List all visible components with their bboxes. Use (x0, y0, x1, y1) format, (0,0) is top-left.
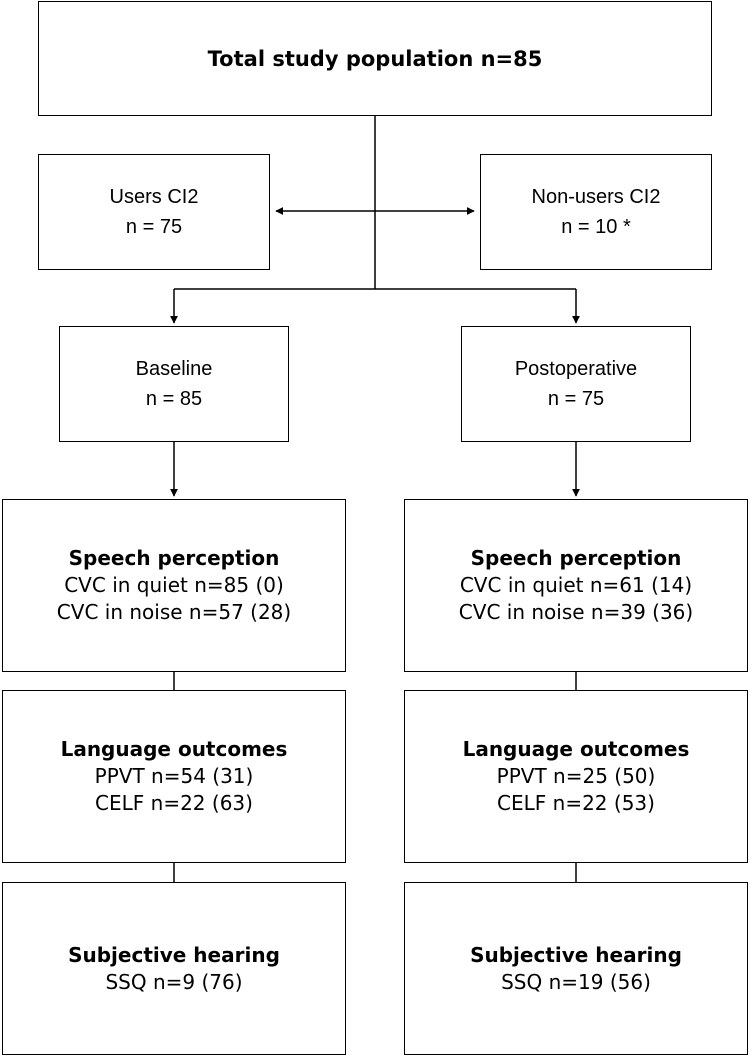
baseline-hearing-box: Subjective hearing SSQ n=9 (76) (2, 882, 346, 1055)
postop-speech-heading: Speech perception (470, 546, 682, 570)
postop-language-box: Language outcomes PPVT n=25 (50) CELF n=… (404, 690, 748, 863)
non-users-ci2-count: n = 10 * (561, 216, 631, 238)
postoperative-title: Postoperative (514, 358, 638, 380)
baseline-celf: CELF n=22 (63) (95, 791, 253, 815)
total-population-box: Total study population n=85 (38, 1, 712, 116)
baseline-hearing-heading: Subjective hearing (68, 942, 280, 967)
users-ci2-box: Users CI2 n = 75 (38, 154, 270, 270)
users-ci2-count: n = 75 (125, 216, 183, 238)
postop-hearing-box: Subjective hearing SSQ n=19 (56) (404, 882, 748, 1055)
baseline-language-heading: Language outcomes (60, 737, 288, 761)
baseline-ssq: SSQ n=9 (76) (105, 969, 243, 994)
baseline-speech-perception-box: Speech perception CVC in quiet n=85 (0) … (2, 499, 346, 672)
baseline-speech-heading: Speech perception (68, 546, 280, 570)
non-users-ci2-box: Non-users CI2 n = 10 * (480, 154, 712, 270)
postop-speech-perception-box: Speech perception CVC in quiet n=61 (14)… (404, 499, 748, 672)
baseline-cvc-quiet: CVC in quiet n=85 (0) (64, 573, 284, 597)
postop-cvc-noise: CVC in noise n=39 (36) (458, 600, 694, 624)
postop-hearing-heading: Subjective hearing (470, 942, 682, 967)
baseline-language-box: Language outcomes PPVT n=54 (31) CELF n=… (2, 690, 346, 863)
postoperative-count: n = 75 (547, 388, 605, 410)
non-users-ci2-title: Non-users CI2 (531, 186, 661, 208)
postop-cvc-quiet: CVC in quiet n=61 (14) (459, 573, 693, 597)
baseline-title: Baseline (135, 358, 213, 380)
postop-language-heading: Language outcomes (462, 737, 690, 761)
postop-celf: CELF n=22 (53) (497, 791, 655, 815)
total-population-label: Total study population n=85 (207, 46, 543, 71)
postop-ssq: SSQ n=19 (56) (501, 969, 651, 994)
users-ci2-title: Users CI2 (109, 186, 199, 208)
baseline-cvc-noise: CVC in noise n=57 (28) (56, 600, 292, 624)
postop-ppvt: PPVT n=25 (50) (496, 764, 656, 788)
baseline-count: n = 85 (145, 388, 203, 410)
baseline-box: Baseline n = 85 (59, 326, 289, 442)
baseline-ppvt: PPVT n=54 (31) (94, 764, 254, 788)
postoperative-box: Postoperative n = 75 (461, 326, 691, 442)
